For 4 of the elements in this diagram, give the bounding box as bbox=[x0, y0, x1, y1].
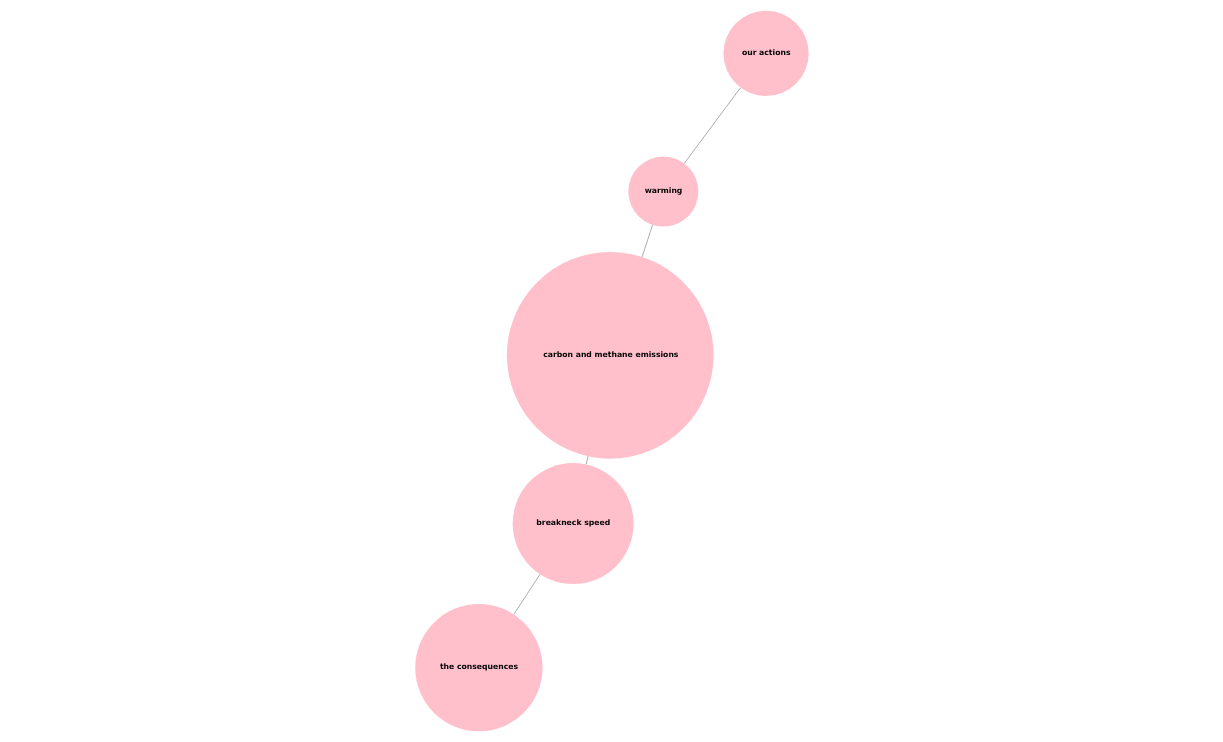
connector bbox=[641, 224, 653, 258]
connector bbox=[585, 455, 588, 465]
connector bbox=[683, 87, 741, 164]
connector bbox=[513, 574, 540, 615]
